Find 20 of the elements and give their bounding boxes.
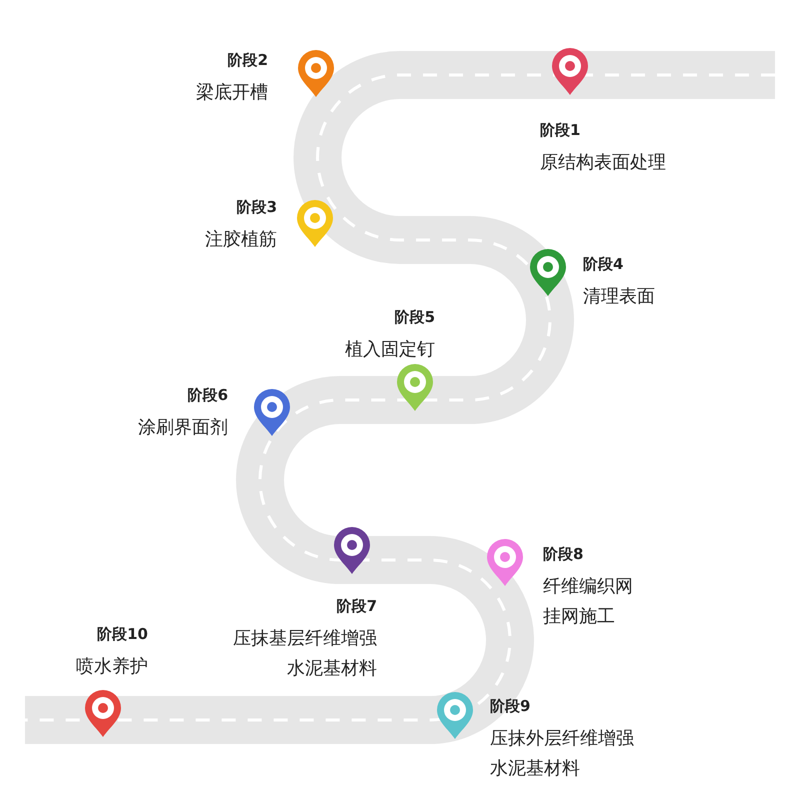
stage-heading: 阶段7 [336, 596, 377, 616]
stage-heading: 阶段5 [394, 307, 435, 327]
stage-heading: 阶段9 [490, 696, 530, 716]
stage-heading: 阶段4 [583, 254, 624, 274]
stage-description: 压抹基层纤维增强水泥基材料 [232, 627, 377, 681]
stage-heading: 阶段10 [96, 624, 148, 644]
stage-description: 梁底开槽 [195, 81, 268, 105]
stage-heading: 阶段6 [186, 385, 228, 405]
stage-heading: 阶段8 [543, 544, 584, 564]
stage-heading: 阶段2 [226, 50, 268, 70]
stage-description: 清理表面 [583, 285, 656, 309]
stage-description: 植入固定钉 [344, 338, 435, 362]
stage-description: 原结构表面处理 [540, 151, 667, 175]
stage-description: 喷水养护 [75, 655, 148, 679]
stage-heading: 阶段1 [540, 120, 580, 140]
stage-description: 纤维编织网挂网施工 [543, 575, 634, 629]
stage-heading: 阶段3 [236, 197, 277, 217]
stage-description: 注胶植筋 [204, 228, 277, 252]
stage-description: 压抹外层纤维增强水泥基材料 [490, 727, 635, 781]
stage-description: 涂刷界面剂 [137, 416, 228, 440]
